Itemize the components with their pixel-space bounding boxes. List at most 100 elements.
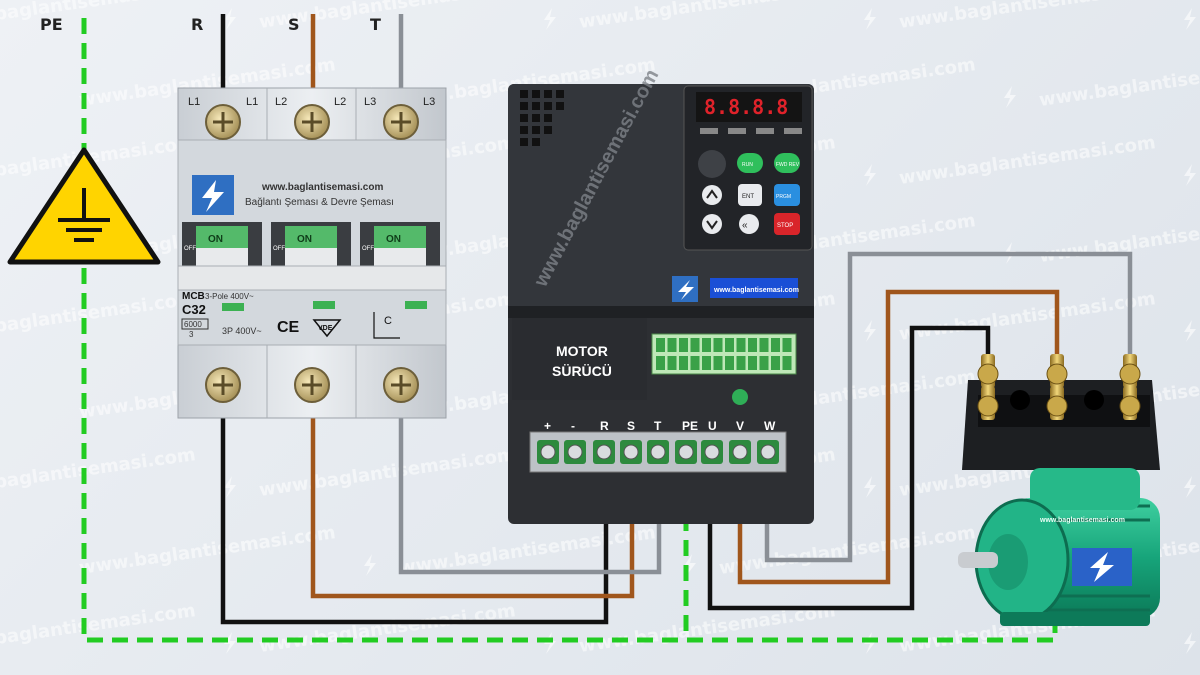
bolt-icon — [864, 320, 876, 342]
bolt-icon — [1004, 86, 1016, 108]
breaker-poles: 3-Pole 400V~ — [205, 292, 254, 301]
bolt-icon — [684, 554, 696, 576]
shift-icon: « — [742, 220, 748, 231]
breaker-off-label: OFF — [273, 246, 285, 252]
bolt-icon — [864, 8, 876, 30]
wire-u — [707, 325, 991, 611]
watermark-text: www.baglantisemasi.com — [0, 600, 197, 657]
breaker-subtitle: Bağlantı Şeması & Devre Şeması — [245, 197, 394, 208]
run-button[interactable] — [737, 153, 763, 173]
bolt-icon — [364, 554, 376, 576]
ground-warning-icon — [7, 147, 161, 265]
bolt-icon — [224, 8, 236, 30]
control-terminal — [667, 356, 677, 370]
breaker-off-label: OFF — [184, 246, 196, 252]
control-terminal — [725, 338, 734, 352]
watermark-text: www.baglantisemasi.com — [718, 522, 977, 579]
breaker-site: www.baglantisemasi.com — [261, 182, 383, 193]
breaker-terminal-label: L3 — [423, 96, 435, 108]
watermark-text: www.baglantisemasi.com — [0, 444, 197, 501]
bolt-icon — [1184, 164, 1196, 186]
wire-v — [737, 289, 1060, 585]
drive-display: 8.8.8.8 — [704, 95, 788, 119]
watermark-text: www.baglantisemasi.com — [78, 522, 337, 579]
stop-button[interactable] — [774, 213, 800, 235]
power-terminal-block — [537, 440, 779, 464]
up-arrow-button[interactable] — [702, 185, 722, 205]
breaker-terminal-label: L3 — [364, 96, 376, 108]
power-terminal-label: U — [708, 419, 717, 433]
prgm-label: PRGM — [776, 194, 791, 200]
breaker-on-label: ON — [386, 234, 401, 245]
breaker-bottom-screws — [205, 367, 419, 403]
breaker-terminal-label: L1 — [246, 96, 258, 108]
breaker-top-screws — [205, 104, 419, 140]
curve-icon — [373, 312, 400, 339]
run-label: RUN — [742, 162, 753, 168]
prgm-button[interactable] — [774, 184, 800, 206]
fwd-rev-button[interactable] — [774, 153, 800, 173]
control-terminal — [748, 356, 757, 370]
ent-button[interactable] — [738, 184, 762, 206]
motor-terminal-box — [962, 354, 1160, 470]
watermark-text: www.baglantisemasi.com — [258, 600, 517, 657]
power-terminal-label: V — [736, 419, 744, 433]
control-terminal — [759, 356, 769, 370]
bolt-icon — [1184, 476, 1196, 498]
fwd-rev-label: FWD REV — [776, 162, 800, 168]
bolt-icon — [224, 632, 236, 654]
breaker-rating: C32 — [182, 302, 206, 317]
drive-knob[interactable] — [698, 150, 726, 178]
breaker-terminal-label: L1 — [188, 96, 200, 108]
watermark-text: www.baglantisemasi.com — [898, 0, 1157, 33]
watermark-text: www.baglantisemasi.com — [0, 288, 197, 345]
control-terminal — [702, 338, 711, 352]
breaker-terminal-label: L2 — [275, 96, 287, 108]
control-terminal — [725, 356, 734, 370]
control-terminal — [702, 356, 711, 370]
control-terminal — [690, 338, 700, 352]
label-pe: PE — [40, 15, 63, 34]
wire-r — [220, 14, 609, 625]
control-terminal — [713, 356, 723, 370]
control-terminal — [713, 338, 723, 352]
label-r: R — [191, 15, 203, 34]
control-terminal — [759, 338, 769, 352]
ent-label: ENT — [742, 194, 754, 200]
breaker-on-label: ON — [297, 234, 312, 245]
power-terminal-label: + — [544, 419, 551, 433]
control-terminal — [736, 338, 746, 352]
bolt-icon — [864, 632, 876, 654]
drive-title-line1: MOTOR — [556, 343, 608, 359]
control-terminal — [690, 356, 700, 370]
stop-label: STOP — [777, 223, 793, 229]
bolt-icon — [544, 632, 556, 654]
bolt-icon — [224, 476, 236, 498]
power-terminal-label: - — [571, 419, 575, 433]
vde-icon — [312, 319, 342, 338]
control-terminal — [748, 338, 757, 352]
circuit-breaker: L1 L1 L2 L2 L3 L3 www.baglantisemasi.com… — [177, 87, 447, 419]
ce-mark: CE — [277, 319, 300, 336]
control-terminal — [679, 338, 688, 352]
drive-brand-site: www.baglantisemasi.com — [713, 287, 799, 294]
wire-w — [764, 251, 1133, 563]
power-terminal-label: PE — [682, 419, 698, 433]
label-s: S — [288, 15, 300, 34]
motor-site: www.baglantisemasi.com — [1039, 517, 1125, 524]
vde-mark: VDE — [318, 325, 333, 332]
shift-button[interactable] — [739, 214, 759, 234]
breaker-handles — [177, 222, 447, 291]
control-terminal — [679, 356, 688, 370]
watermark-text: www.baglantisemasi.com — [1038, 210, 1200, 267]
bolt-icon — [1184, 632, 1196, 654]
breaker-breaking-class: 3 — [189, 330, 194, 339]
down-arrow-button[interactable] — [702, 214, 722, 234]
wire-s — [310, 14, 635, 599]
control-terminal — [656, 356, 665, 370]
control-terminal — [656, 338, 665, 352]
power-terminal-label: T — [654, 419, 662, 433]
down-arrow-icon — [706, 220, 718, 230]
